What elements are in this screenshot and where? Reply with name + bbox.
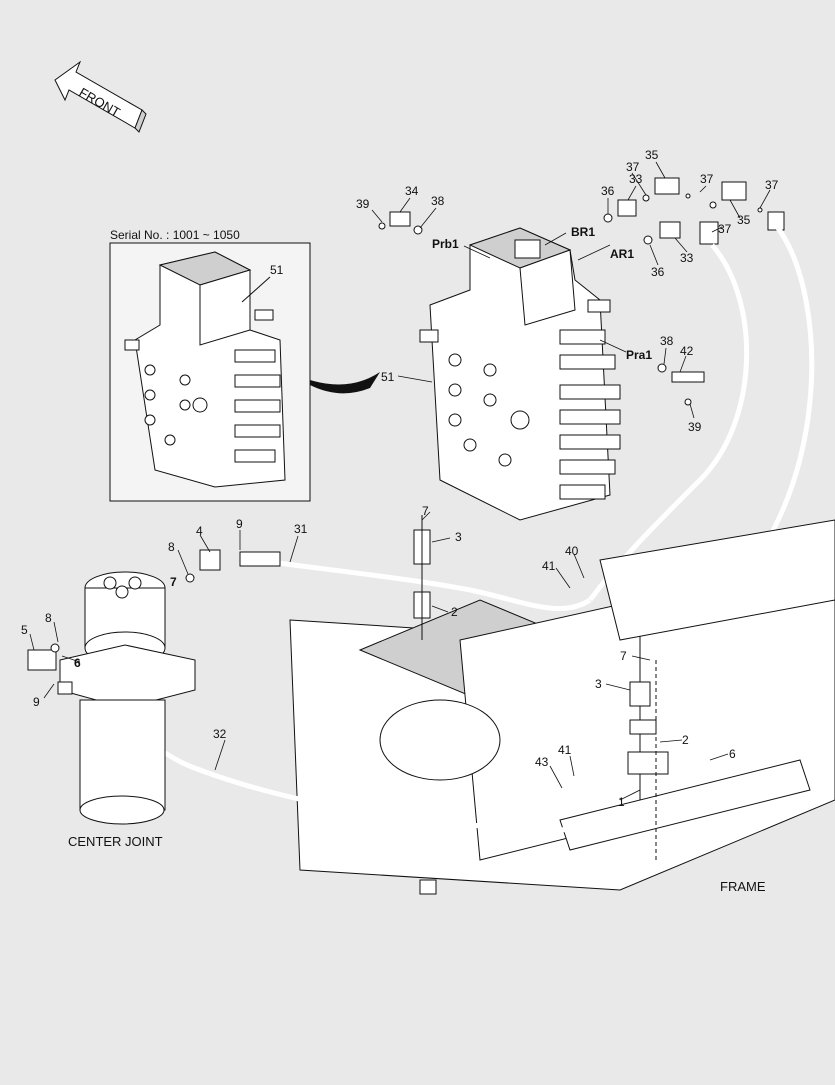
callout-c8b: 8	[45, 611, 52, 625]
callout-c6b: 6	[729, 747, 736, 761]
callout-c7c: 7	[620, 649, 627, 663]
callout-c9a: 9	[236, 517, 243, 531]
callout-c41b: 41	[558, 743, 572, 757]
callout-c3b: 3	[595, 677, 602, 691]
main-control-valve	[419, 227, 621, 521]
port-labels: Prb1 BR1 AR1 Pra1	[432, 225, 652, 362]
callout-51-inset: 51	[270, 263, 284, 277]
callout-c3a: 3	[455, 530, 462, 544]
callout-c43: 43	[535, 755, 549, 769]
clamps	[413, 515, 669, 860]
leader-lines	[29, 161, 771, 801]
port-label-br1: BR1	[571, 225, 595, 239]
fittings-top	[378, 177, 785, 406]
center-joint	[27, 549, 281, 825]
callout-c33a: 33	[629, 172, 643, 186]
center-joint-label: CENTER JOINT	[68, 834, 163, 849]
callout-c38a: 38	[431, 194, 445, 208]
callout-c37d: 37	[765, 178, 779, 192]
callout-c36a: 36	[601, 184, 615, 198]
callout-c5: 5	[21, 623, 28, 637]
callout-c42: 42	[680, 344, 694, 358]
callout-c7b: 7	[422, 504, 429, 518]
callout-c37b: 37	[700, 172, 714, 186]
callout-c35b: 35	[737, 213, 751, 227]
callout-c32: 32	[213, 727, 227, 741]
inset-control-valve	[124, 251, 286, 488]
callout-c39a: 39	[356, 197, 370, 211]
callout-c8a: 8	[168, 540, 175, 554]
callout-c31: 31	[294, 522, 308, 536]
serial-label: Serial No. : 1001 ~ 1050	[110, 228, 240, 242]
callout-c40: 40	[565, 544, 579, 558]
callout-c34: 34	[405, 184, 419, 198]
callout-c6a: 6	[74, 656, 81, 670]
callout-c36b: 36	[651, 265, 665, 279]
serial-inset: Serial No. : 1001 ~ 1050 51	[109, 228, 380, 502]
frame	[289, 519, 835, 895]
callout-c37a: 37	[626, 160, 640, 174]
port-label-ar1: AR1	[610, 247, 634, 261]
callout-c51: 51	[381, 370, 395, 384]
callout-c4: 4	[196, 524, 203, 538]
callout-c33b: 33	[680, 251, 694, 265]
callout-c1: 1	[618, 795, 625, 809]
port-label-pra1: Pra1	[626, 348, 652, 362]
frame-label: FRAME	[720, 879, 766, 894]
callout-c9b: 9	[33, 695, 40, 709]
callout-c35a: 35	[645, 148, 659, 162]
callout-c2a: 2	[451, 605, 458, 619]
front-arrow: FRONT	[54, 60, 147, 133]
inset-pointer-arrow	[310, 372, 380, 394]
callout-c39b: 39	[688, 420, 702, 434]
port-label-prb1: Prb1	[432, 237, 459, 251]
callout-c2b: 2	[682, 733, 689, 747]
callout-c7a: 7	[170, 575, 177, 589]
callout-c41a: 41	[542, 559, 556, 573]
callout-c37c: 37	[718, 222, 732, 236]
callout-c38b: 38	[660, 334, 674, 348]
